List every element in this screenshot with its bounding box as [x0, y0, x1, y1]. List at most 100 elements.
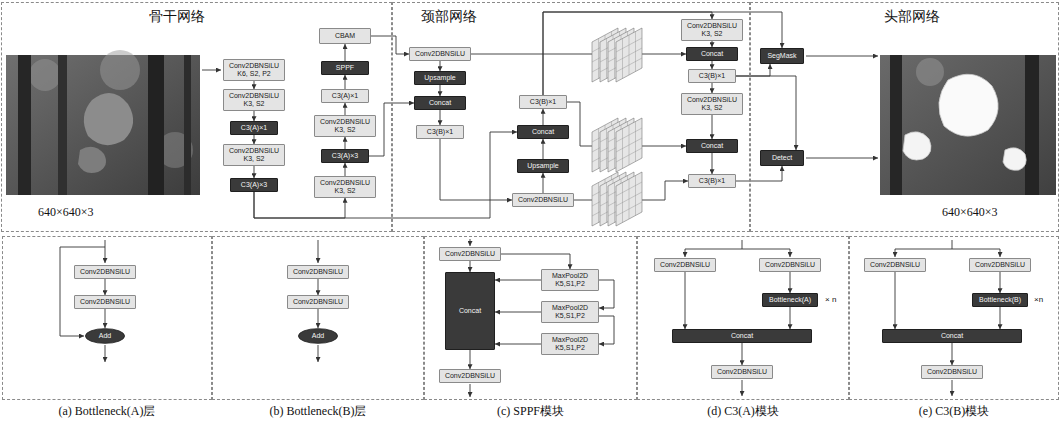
node-label: C3(B)×1 [699, 177, 725, 185]
conv-box: Conv2DBNSiLUK3, S2 [681, 93, 743, 114]
conv-box: Conv2DBNSiLU [409, 47, 471, 61]
input-arrow [202, 70, 221, 71]
figure-caption: (e) C3(B)模块 [850, 404, 1058, 418]
conv-box: Conv2DBNSiLU [921, 365, 983, 379]
conv-box: Conv2DBNSiLU [439, 247, 501, 261]
conv-box: Conv2DBNSiLU [864, 258, 926, 272]
input-arrow [742, 249, 790, 257]
conv-box: MaxPool2DK5,S1,P2 [541, 269, 599, 290]
node-label: Detect [772, 154, 792, 162]
conv-box: Conv2DBNSiLUK6, S2, P2 [223, 59, 285, 80]
tree-trunk [58, 55, 67, 195]
connector-arrow [470, 261, 471, 272]
connector-arrow [736, 64, 770, 76]
connector-arrow [345, 103, 346, 115]
tree-trunk [148, 55, 164, 195]
module-box: C3(A)×1 [230, 121, 278, 135]
flow-lines [60, 56, 1000, 397]
section-title: 颈部网络 [421, 8, 477, 25]
node-label: Conv2DBNSiLU [229, 92, 279, 100]
conv-box: Conv2DBNSiLU [287, 295, 349, 309]
node-label: CBAM [335, 32, 355, 40]
output-arrow [105, 345, 106, 362]
node-label: K6, S2, P2 [237, 70, 270, 78]
node-label: Conv2DBNSiLU [293, 268, 343, 276]
connector-arrow [254, 81, 255, 90]
module-box: Concat [414, 96, 466, 110]
node-label: Conv2DBNSiLU [518, 196, 568, 204]
output-arrow [806, 56, 878, 57]
image-ground [880, 55, 1056, 195]
node-label: Conv2DBNSiLU [660, 261, 710, 269]
node-label: MaxPool2D [552, 272, 588, 280]
node-label: Conv2DBNSiLU [687, 96, 737, 104]
conv-box: C3(B)×1 [519, 95, 567, 109]
connector-arrow [105, 279, 106, 295]
module-box: Concat [882, 329, 1022, 343]
connector-arrow [495, 344, 541, 345]
figure-caption: (b) Bottleneck(B)层 [213, 404, 423, 418]
conv-box: Conv2DBNSiLU [439, 369, 501, 383]
conv-box: Conv2DBNSiLUK3, S2 [314, 176, 376, 197]
connector-arrow [543, 109, 544, 125]
node-label: K3, S2 [334, 126, 355, 134]
target-object [84, 93, 133, 145]
foliage [29, 59, 61, 91]
connector-arrow [712, 83, 713, 93]
output-arrow [742, 380, 743, 396]
module-box: SegMask [760, 48, 804, 64]
conv-box: Conv2DBNSiLU [74, 295, 136, 309]
segmentation-mask [939, 74, 998, 136]
ellipse-shape [298, 329, 337, 344]
module-box: Concat [445, 272, 495, 350]
input-arrow [952, 249, 1000, 257]
segmentation-mask [1003, 148, 1026, 171]
tree-trunk [1025, 55, 1039, 195]
node-label: Conv2DBNSiLU [415, 50, 465, 58]
foliage [100, 50, 140, 90]
node-label: Conv2DBNSiLU [229, 147, 279, 155]
node-label: Concat [429, 99, 451, 107]
node-label: C3(A)×1 [241, 124, 267, 132]
node-label: Conv2DBNSiLU [765, 261, 815, 269]
node-label: Conv2DBNSiLU [320, 179, 370, 187]
conv-box: Conv2DBNSiLU [969, 258, 1031, 272]
figure-caption: (c) SPPF模块 [425, 404, 636, 418]
node-label: Conv2DBNSiLU [717, 368, 767, 376]
repeat-label: × n [825, 295, 836, 305]
tree-trunk [184, 55, 191, 195]
connector-arrow [345, 75, 346, 89]
conv-box: MaxPool2DK5,S1,P2 [541, 301, 599, 322]
node-label: Conv2DBNSiLU [927, 368, 977, 376]
connector-arrow [345, 137, 346, 149]
feature-map [592, 172, 642, 226]
node-label: C3(A)×3 [332, 152, 358, 160]
module-box: C3(A)×3 [321, 149, 369, 163]
node-label: K5,S1,P2 [555, 344, 585, 352]
connector-arrow [501, 254, 570, 269]
connector-arrow [254, 111, 255, 121]
node-label: C3(B)×1 [530, 98, 556, 106]
connector-arrow [952, 343, 953, 365]
connector-arrow [371, 36, 409, 54]
module-box: Bottleneck(B) [972, 293, 1028, 307]
repeat-label: ×n [1034, 295, 1043, 305]
connector-arrow [1000, 307, 1001, 329]
connector-arrow [543, 12, 782, 95]
node-label: K3, S2 [701, 30, 722, 38]
conv-box: Conv2DBNSiLU [287, 265, 349, 279]
module-box: Concat [672, 329, 812, 343]
node-label: Concat [941, 332, 963, 340]
connector-arrow [599, 280, 614, 308]
conv-box: Conv2DBNSiLU [512, 193, 574, 207]
node-label: Bottleneck(A) [769, 296, 811, 304]
connector-arrow [495, 280, 541, 281]
input-arrow [685, 240, 742, 257]
module-panel: (d) C3(A)模块Conv2DBNSiLUConv2DBNSiLUBottl… [637, 236, 849, 400]
node-label: Upsample [527, 162, 559, 170]
foliage [916, 58, 944, 86]
conv-box: C3(B)×1 [688, 174, 736, 188]
network-section: 头部网络SegMaskDetect [750, 2, 1059, 232]
input-arrow [105, 240, 106, 263]
conv-box: Conv2DBNSiLU [759, 258, 821, 272]
